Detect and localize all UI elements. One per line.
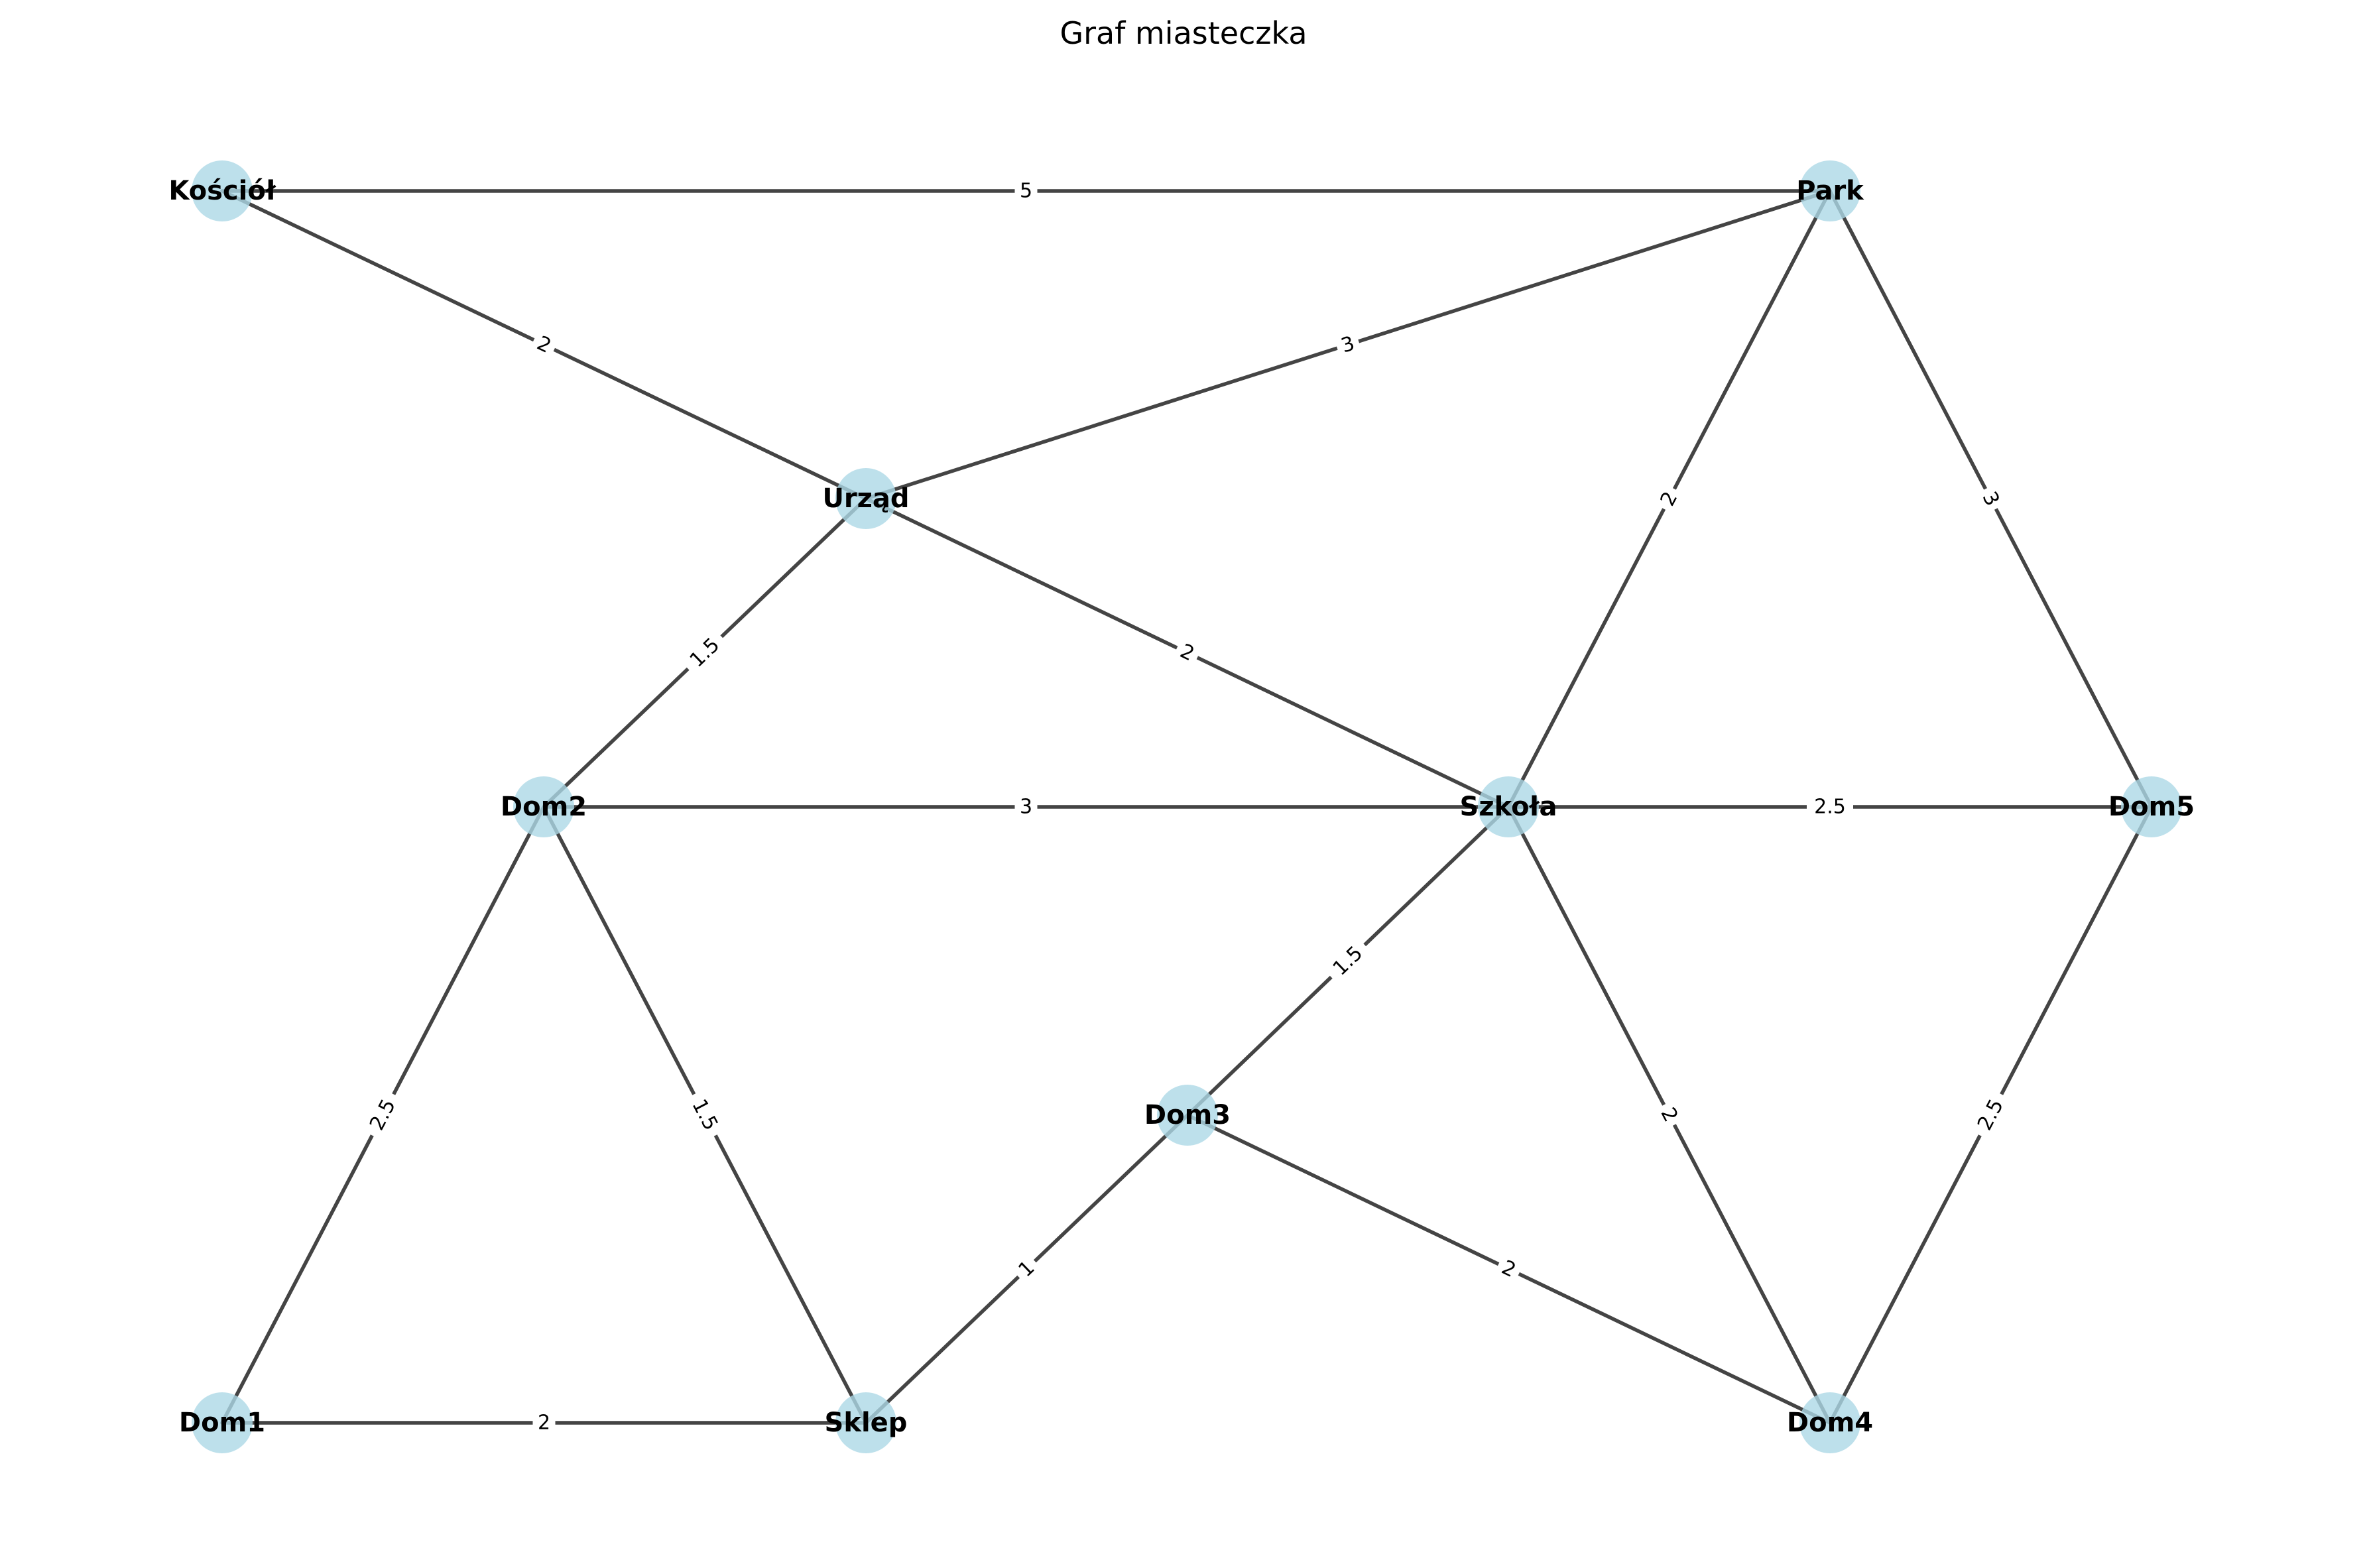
edge-weight-background <box>682 1088 727 1142</box>
edge-weight-label: 5 <box>1020 180 1032 203</box>
edge-weight-label: 3 <box>1020 796 1032 819</box>
edge-weight-park-urzad: 3 <box>1333 328 1363 361</box>
edge-weight-background <box>678 627 731 679</box>
edge-weight-urzad-szkola: 2 <box>1171 636 1203 670</box>
node-label: Dom4 <box>1787 1408 1873 1438</box>
edge-weight-background <box>360 1088 406 1142</box>
edge-weight-label: 2 <box>538 1412 550 1435</box>
edge-weight-dom2-szkola: 3 <box>1014 794 1038 820</box>
node-label: Dom5 <box>2108 792 2195 822</box>
node-label: Szkoła <box>1460 792 1557 822</box>
node-kosciol: Kościół <box>168 160 276 221</box>
edge-weight-kosciol-urzad: 2 <box>528 328 560 362</box>
edge-weight-szkola-dom5: 2.5 <box>1807 794 1853 820</box>
edge-weight-background <box>1009 1251 1044 1287</box>
node-label: Dom2 <box>501 792 587 822</box>
node-dom5: Dom5 <box>2108 776 2195 837</box>
edge-weight-park-dom5: 3 <box>1973 483 2008 515</box>
node-circle <box>835 1392 896 1453</box>
node-szkola: Szkoła <box>1460 776 1557 837</box>
edge-weight-background <box>1968 1088 2014 1142</box>
node-park: Park <box>1796 160 1864 221</box>
edge-weight-background <box>532 1410 556 1436</box>
edge-weight-background <box>1171 636 1203 670</box>
node-urzad: Urząd <box>822 468 910 529</box>
edge-weight-background <box>1807 794 1853 820</box>
node-label: Urząd <box>822 483 909 514</box>
node-sklep: Sklep <box>825 1392 908 1453</box>
edge-weight-background <box>1321 935 1374 987</box>
edge-weight-background <box>528 328 560 362</box>
node-circle <box>1157 1085 1218 1146</box>
edge-weight-dom5-dom4: 2.5 <box>1968 1088 2014 1142</box>
node-dom1: Dom1 <box>179 1392 265 1453</box>
edge-weight-background <box>1014 794 1038 820</box>
edge-weight-background <box>1652 483 1687 515</box>
node-label: Sklep <box>825 1408 908 1438</box>
edge-weight-urzad-dom2: 1.5 <box>678 627 731 679</box>
node-circle <box>1799 1392 1860 1453</box>
node-circle <box>1799 160 1860 221</box>
edge-weight-kosciol-park: 5 <box>1014 178 1038 204</box>
edge-weight-background <box>1333 328 1363 361</box>
node-circle <box>192 160 253 221</box>
node-label: Dom3 <box>1144 1100 1231 1130</box>
edge-weight-szkola-dom4: 2 <box>1652 1099 1687 1131</box>
edge-weight-background <box>1973 483 2008 515</box>
node-circle <box>835 468 896 529</box>
edge-weight-dom3-dom4: 2 <box>1492 1252 1525 1286</box>
node-dom2: Dom2 <box>501 776 587 837</box>
edge-weight-dom2-sklep: 1.5 <box>682 1088 727 1142</box>
node-circle <box>513 776 574 837</box>
node-circle <box>2121 776 2182 837</box>
node-dom3: Dom3 <box>1144 1085 1231 1146</box>
node-label: Kościół <box>168 176 276 206</box>
edge-weight-dom2-dom1: 2.5 <box>360 1088 406 1142</box>
edge-weight-dom1-sklep: 2 <box>532 1410 556 1436</box>
edge-weight-label: 2.5 <box>1814 796 1846 819</box>
edge-weight-background <box>1014 178 1038 204</box>
node-circle <box>192 1392 253 1453</box>
node-dom4: Dom4 <box>1787 1392 1873 1453</box>
edge-weight-park-szkola: 2 <box>1652 483 1687 515</box>
edge-weight-background <box>1652 1099 1687 1131</box>
node-label: Park <box>1796 176 1864 206</box>
node-circle <box>1478 776 1539 837</box>
node-label: Dom1 <box>179 1408 265 1438</box>
graph-title: Graf miasteczka <box>1060 15 1307 51</box>
edge-weight-background <box>1492 1252 1525 1286</box>
